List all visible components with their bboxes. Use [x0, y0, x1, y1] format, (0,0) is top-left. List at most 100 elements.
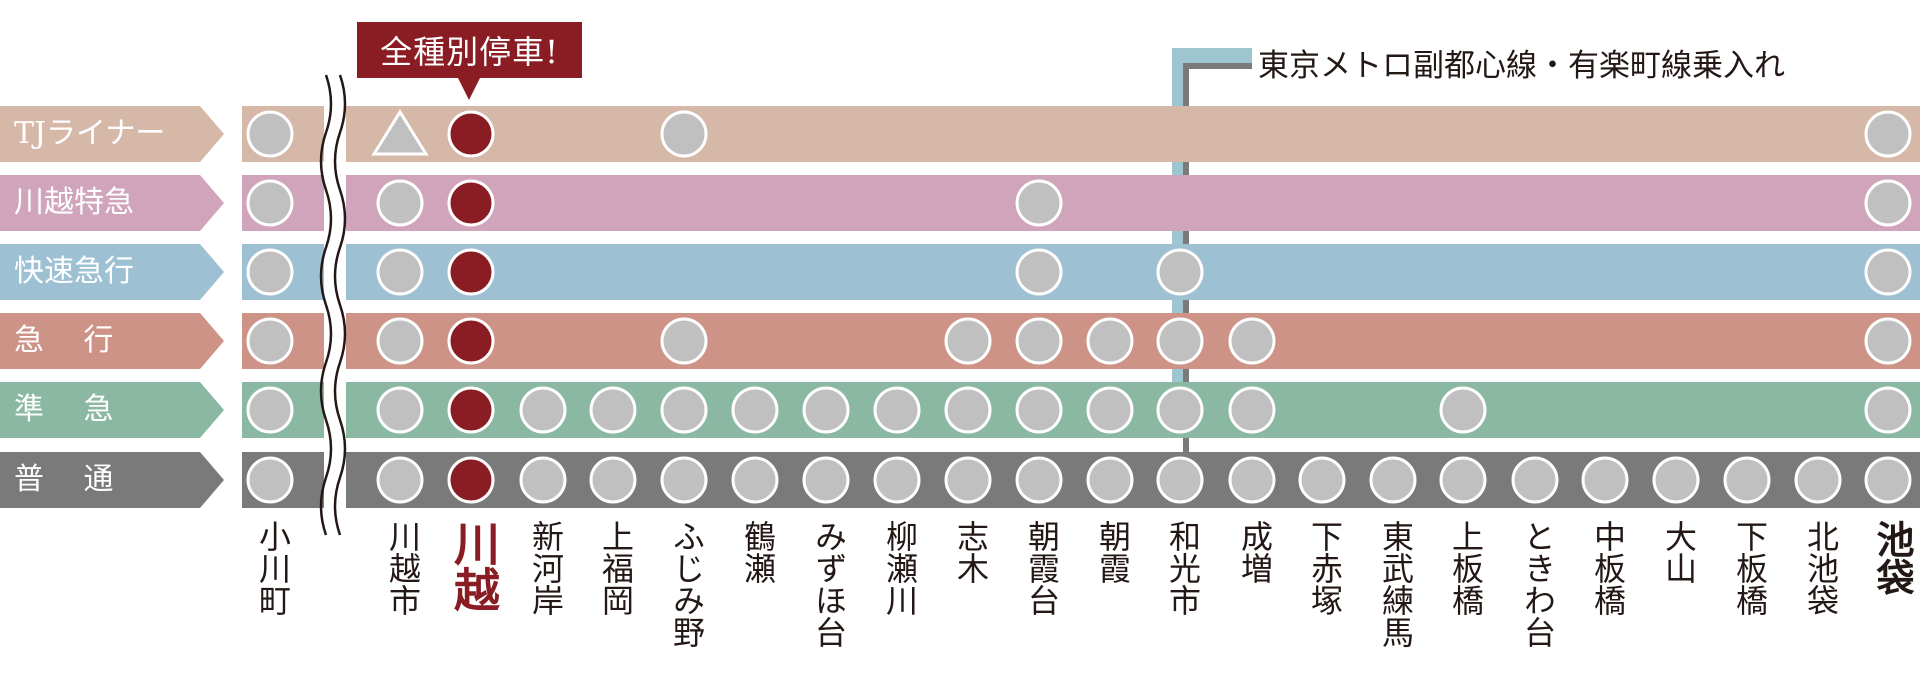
stop-marker: [1015, 248, 1063, 296]
stop-marker: [1864, 110, 1912, 158]
stop-marker: [1086, 386, 1134, 434]
stop-marker: [660, 386, 708, 434]
stop-marker: [1723, 456, 1771, 504]
stop-marker: [1864, 386, 1912, 434]
stop-marker: [519, 386, 567, 434]
callout-pointer: [458, 78, 480, 100]
station-name: 東武練馬: [1377, 520, 1415, 648]
stop-marker: [589, 386, 637, 434]
stop-marker: [1864, 248, 1912, 296]
service-label-arrow: [0, 382, 224, 438]
stop-marker: [246, 456, 294, 504]
service-label: 普 通: [14, 462, 114, 497]
service-label-arrow: [0, 175, 224, 231]
stop-marker-featured: [447, 317, 495, 365]
stop-marker: [802, 386, 850, 434]
station-name: みずほ台: [810, 520, 848, 648]
stop-marker: [944, 386, 992, 434]
stop-marker: [1511, 456, 1559, 504]
service-bar: [242, 106, 1920, 162]
stop-marker: [1439, 456, 1487, 504]
service-bar: [242, 313, 1920, 369]
station-name: 中板橋: [1589, 520, 1627, 616]
stop-marker: [1228, 317, 1276, 365]
metro-through-service-note: 東京メトロ副都心線・有楽町線乗入れ: [1258, 48, 1785, 84]
station-name: 上福岡: [597, 520, 635, 616]
service-bar: [242, 175, 1920, 231]
stop-marker-triangle: [371, 109, 429, 156]
all-services-stop-callout: 全種別停車!: [357, 22, 582, 78]
station-name: 大山: [1660, 520, 1698, 584]
stop-marker: [1156, 248, 1204, 296]
service-label: TJライナー: [14, 116, 166, 151]
stop-marker: [1298, 456, 1346, 504]
stop-marker: [376, 317, 424, 365]
stop-marker: [873, 386, 921, 434]
stop-marker: [802, 456, 850, 504]
stop-marker: [1015, 179, 1063, 227]
stop-marker: [1369, 456, 1417, 504]
station-name: 和光市: [1164, 520, 1202, 616]
station-name: 川越市: [384, 520, 422, 616]
station-name: 鶴瀬: [739, 520, 777, 584]
stop-marker: [1156, 317, 1204, 365]
stop-marker: [1086, 456, 1134, 504]
stop-marker: [731, 456, 779, 504]
stop-marker: [660, 456, 708, 504]
service-label: 快速急行: [14, 254, 134, 289]
stop-marker: [1581, 456, 1629, 504]
stop-marker-featured: [447, 110, 495, 158]
stop-marker: [1015, 386, 1063, 434]
stop-marker: [246, 248, 294, 296]
station-name: 川越: [447, 520, 501, 612]
service-label: 急 行: [14, 323, 114, 358]
stop-marker: [1864, 456, 1912, 504]
service-label-arrow: [0, 452, 224, 508]
station-name: ときわ台: [1519, 520, 1557, 648]
service-bar: [242, 244, 1920, 300]
service-label-arrow: [0, 313, 224, 369]
station-name: 池袋: [1870, 520, 1915, 596]
stop-marker: [246, 179, 294, 227]
stop-marker: [944, 456, 992, 504]
stop-marker: [1156, 456, 1204, 504]
station-name: 北池袋: [1802, 520, 1840, 616]
stop-marker: [944, 317, 992, 365]
service-label: 準 急: [14, 392, 114, 427]
stop-marker: [376, 248, 424, 296]
stop-marker-featured: [447, 179, 495, 227]
station-name: 下板橋: [1731, 520, 1769, 616]
stop-marker: [731, 386, 779, 434]
station-name: 新河岸: [527, 520, 565, 616]
stop-marker: [1652, 456, 1700, 504]
station-name: 朝霞: [1094, 520, 1132, 584]
stop-marker: [589, 456, 637, 504]
stop-marker-featured: [447, 386, 495, 434]
stop-marker: [1794, 456, 1842, 504]
stop-marker: [873, 456, 921, 504]
stop-marker-featured: [447, 456, 495, 504]
stop-marker-featured: [447, 248, 495, 296]
station-name: 朝霞台: [1023, 520, 1061, 616]
station-name: 成増: [1236, 520, 1274, 584]
stop-marker: [246, 386, 294, 434]
stop-marker: [1156, 386, 1204, 434]
stop-marker: [246, 317, 294, 365]
stop-marker: [1864, 179, 1912, 227]
stop-marker: [1228, 386, 1276, 434]
stop-marker: [376, 179, 424, 227]
stop-marker: [519, 456, 567, 504]
service-label: 川越特急: [14, 185, 134, 220]
station-name: 小川町: [254, 520, 292, 616]
stop-marker: [376, 386, 424, 434]
stop-marker: [246, 110, 294, 158]
station-name: 志木: [952, 520, 990, 584]
stop-marker: [1228, 456, 1276, 504]
station-name: 上板橋: [1447, 520, 1485, 616]
service-label-arrow: [0, 106, 224, 162]
service-label-arrow: [0, 244, 224, 300]
stop-marker: [1086, 317, 1134, 365]
stop-marker: [1015, 456, 1063, 504]
